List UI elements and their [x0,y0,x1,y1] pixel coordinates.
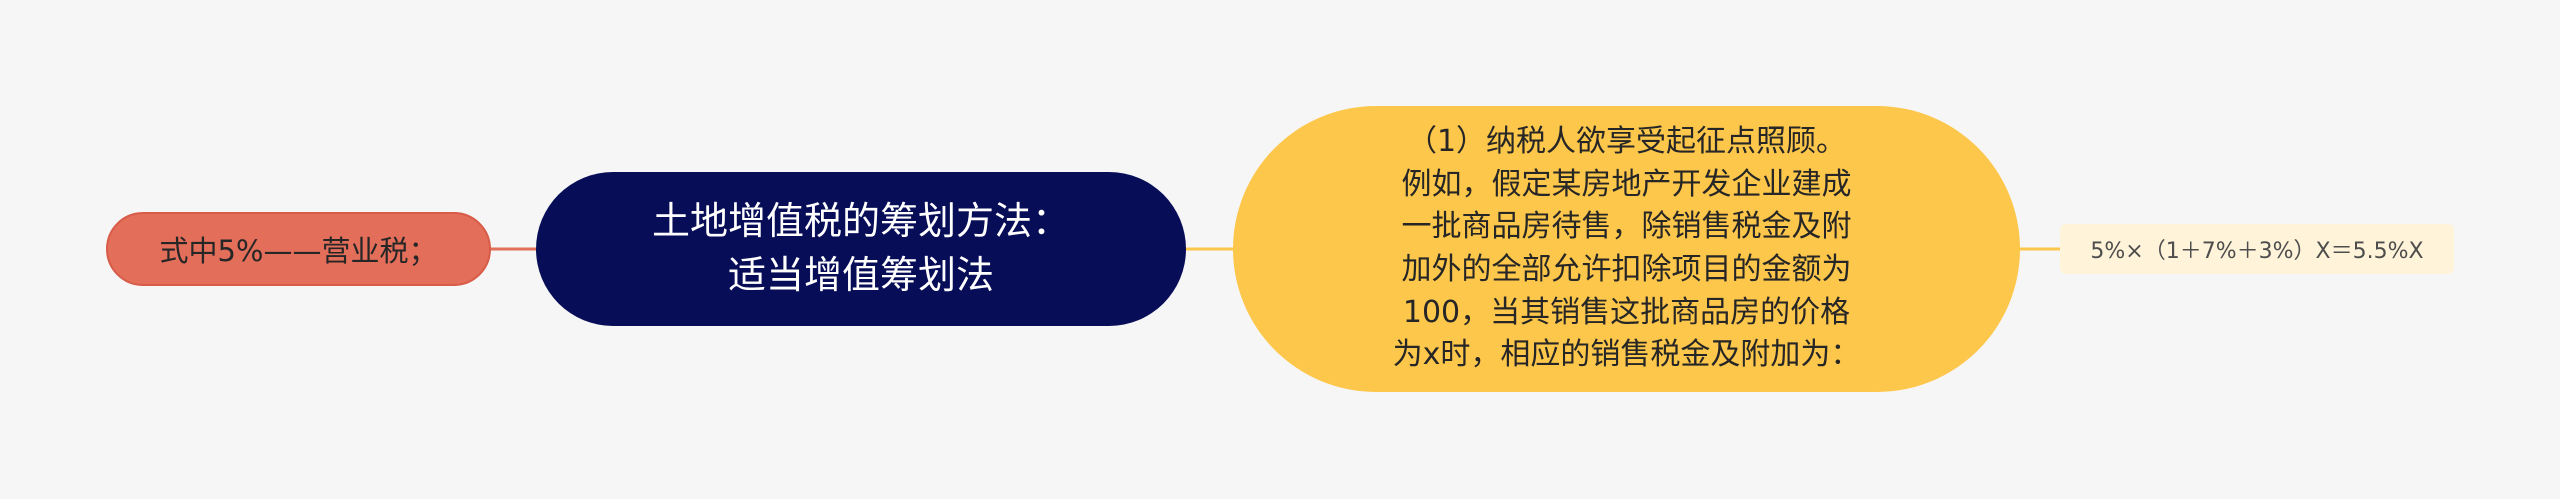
node-left-text: 式中5%——营业税； [159,234,438,268]
root-title-line-1: 土地增值税的筹划方法： [651,199,1070,244]
node-right-line-4: 加外的全部允许扣除项目的金额为 [1401,252,1852,287]
mindmap-root-node[interactable]: 土地增值税的筹划方法： 适当增值筹划法 [536,172,1186,326]
node-right-line-5: 100，当其销售这批商品房的价格 [1402,294,1851,330]
node-right-line-6: 为x时，相应的销售税金及附加为： [1392,337,1861,373]
node-right-line-2: 例如，假定某房地产开发企业建成 [1401,166,1852,202]
node-right-line-1: （1）纳税人欲享受起征点照顾。 [1406,124,1847,160]
mindmap-node-right[interactable]: （1）纳税人欲享受起征点照顾。 例如，假定某房地产开发企业建成 一批商品房待售，… [1233,106,2020,392]
mindmap-node-left[interactable]: 式中5%——营业税； [106,212,491,286]
mindmap-leaf-node[interactable]: 5%×（1＋7%＋3%）X＝5.5%X [2060,224,2454,274]
node-right-line-3: 一批商品房待售，除销售税金及附 [1401,209,1852,245]
root-title-line-2: 适当增值筹划法 [727,253,994,297]
leaf-formula-text: 5%×（1＋7%＋3%）X＝5.5%X [2090,239,2424,264]
